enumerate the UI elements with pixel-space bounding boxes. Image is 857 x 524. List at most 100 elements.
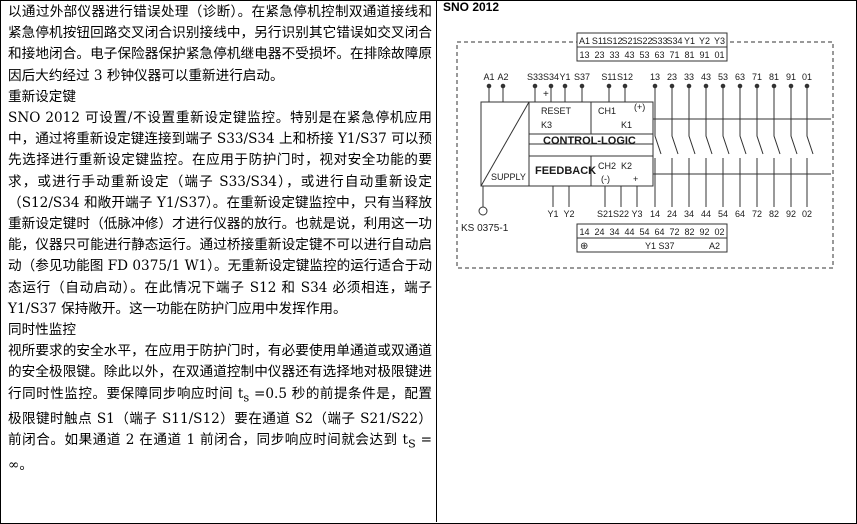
relay-contact	[722, 119, 730, 174]
upper-terminal-label: 71	[752, 72, 762, 82]
k1-label: K1	[621, 120, 632, 130]
top-terminal-label: S33	[651, 36, 667, 46]
upper-terminal-label: S37	[574, 72, 590, 82]
plus-label-left: +	[543, 89, 549, 100]
upper-terminal-label: S33	[527, 72, 543, 82]
bottom-ground-symbol: ⊕	[580, 241, 588, 252]
relay-contact	[773, 119, 781, 174]
upper-terminal-label: 91	[786, 72, 796, 82]
bottom-terminal-label: 24	[594, 227, 604, 237]
k3-label: K3	[541, 120, 552, 130]
lower-terminal-label: 44	[701, 209, 711, 219]
top-terminal-label: 43	[624, 50, 634, 60]
top-terminal-label: 53	[639, 50, 649, 60]
lower-terminal-label: Y1	[547, 209, 558, 219]
lower-terminal-label: 02	[802, 209, 812, 219]
bottom-terminal-label: 34	[609, 227, 619, 237]
upper-terminal-label: S12	[617, 72, 633, 82]
upper-terminal-label: 43	[701, 72, 711, 82]
paragraph-diagnostics: 以通过外部仪器进行错误处理（诊断）。在紧急停机控制双通道接线和紧急停机按钮回路交…	[8, 4, 432, 84]
top-terminal-label: A1	[579, 36, 590, 46]
upper-terminal-label: 33	[684, 72, 694, 82]
upper-terminal-label: 81	[769, 72, 779, 82]
upper-terminal-label: 01	[802, 72, 812, 82]
relay-contact	[688, 119, 696, 174]
bottom-y1-s37: Y1 S37	[645, 241, 675, 251]
top-terminal-label: S21	[621, 36, 637, 46]
bottom-terminal-label: 72	[669, 227, 679, 237]
bottom-a2: A2	[709, 241, 720, 251]
subscript-s-upper: S	[407, 436, 416, 451]
top-terminal-label: S11	[592, 36, 607, 46]
model-title: SNO 2012	[443, 0, 500, 14]
top-terminal-label: 23	[594, 50, 604, 60]
top-terminal-label: 63	[654, 50, 664, 60]
upper-terminal-label: S34	[543, 72, 559, 82]
bottom-terminal-label: 14	[579, 227, 589, 237]
bottom-terminal-label: 02	[714, 227, 724, 237]
paragraph-simultaneity: 视所要求的安全水平，在应用于防护门时，有必要使用单通道或双通道的安全极限键。除此…	[8, 343, 432, 473]
text-column: 以通过外部仪器进行错误处理（诊断）。在紧急停机控制双通道接线和紧急停机按钮回路交…	[8, 2, 432, 476]
lower-terminal-label: Y3	[631, 209, 642, 219]
top-terminal-label: 81	[684, 50, 694, 60]
paragraph-reset-key: SNO 2012 可设置/不设置重新设定键监控。特别是在紧急停机应用中，通过将重…	[8, 110, 432, 317]
relay-contact	[739, 119, 747, 174]
top-terminal-label: Y2	[699, 36, 710, 46]
bottom-terminal-label: 54	[639, 227, 649, 237]
k2-label: K2	[621, 161, 632, 171]
upper-terminal-label: A2	[497, 72, 508, 82]
relay-contact	[756, 119, 764, 174]
lower-terminal-label: 24	[667, 209, 677, 219]
upper-terminal-label: S11	[601, 72, 616, 82]
lower-terminal-label: 14	[650, 209, 660, 219]
plus-paren-label: (+)	[634, 102, 645, 112]
top-terminal-label: 91	[699, 50, 709, 60]
top-terminal-label: 13	[579, 50, 589, 60]
top-terminal-label: Y1	[684, 36, 695, 46]
lower-terminal-label: S22	[613, 209, 629, 219]
relay-contact	[705, 119, 713, 174]
ch1-label: CH1	[598, 106, 616, 116]
top-terminal-label: 33	[609, 50, 619, 60]
top-terminal-label: S22	[636, 36, 652, 46]
relay-contact	[671, 119, 679, 174]
upper-terminal-label: Y1	[559, 72, 570, 82]
subscript-s: s	[243, 390, 250, 405]
lower-terminal-label: S21	[597, 209, 613, 219]
upper-terminal-label: 53	[718, 72, 728, 82]
upper-terminal-label: 23	[667, 72, 677, 82]
top-terminal-label: Y3	[714, 36, 725, 46]
heading-reset-key: 重新设定键	[8, 88, 76, 105]
upper-terminal-label: A1	[483, 72, 494, 82]
ch2-label: CH2	[598, 161, 616, 171]
lower-terminal-label: 92	[786, 209, 796, 219]
relay-contact	[654, 119, 662, 174]
diagram-column: SNO 2012	[441, 0, 853, 522]
relay-contact	[806, 119, 814, 174]
bottom-terminal-label: 64	[654, 227, 664, 237]
reset-label: RESET	[541, 106, 572, 116]
lower-terminal-label: 34	[684, 209, 694, 219]
upper-terminal-label: 13	[650, 72, 660, 82]
control-logic-label: CONTROL-LOGIC	[543, 135, 636, 147]
bottom-terminal-label: 82	[684, 227, 694, 237]
supply-label: SUPPLY	[491, 172, 526, 182]
top-terminal-label: S34	[666, 36, 682, 46]
heading-simultaneity: 同时性监控	[8, 322, 76, 339]
feedback-label: FEEDBACK	[535, 165, 596, 177]
top-terminal-label: 01	[714, 50, 724, 60]
lower-terminal-label: Y2	[563, 209, 574, 219]
lower-terminal-label: 72	[752, 209, 762, 219]
lower-terminal-label: 54	[718, 209, 728, 219]
plus-label-right: +	[633, 174, 638, 184]
column-divider	[436, 0, 437, 522]
bottom-terminal-label: 92	[699, 227, 709, 237]
bottom-terminal-label: 44	[624, 227, 634, 237]
upper-terminal-label: 63	[735, 72, 745, 82]
minus-paren-label: (-)	[601, 174, 610, 184]
drawing-code: KS 0375-1	[461, 223, 509, 234]
lower-terminal-label: 64	[735, 209, 745, 219]
top-terminal-label: S12	[606, 36, 622, 46]
top-terminal-label: 71	[669, 50, 679, 60]
lower-terminal-label: 82	[769, 209, 779, 219]
